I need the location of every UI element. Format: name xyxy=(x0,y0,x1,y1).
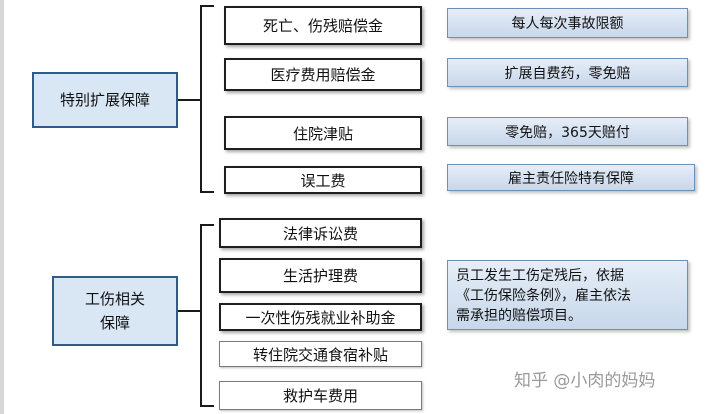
connector xyxy=(200,5,202,193)
connector xyxy=(178,99,200,101)
category-label-line: 保障 xyxy=(99,314,130,332)
connector xyxy=(200,191,214,193)
category-label: 特别扩展保障 xyxy=(59,91,150,109)
connector xyxy=(200,224,214,226)
category-label-line: 工伤相关 xyxy=(84,290,145,308)
note-work-injury-explanation: 员工发生工伤定残后，依据 《工伤保险条例》，雇主依法 需承担的赔偿项目。 xyxy=(447,260,688,330)
left-edge-bar xyxy=(0,0,4,414)
note-line: 《工伤保险条例》，雇主依法 xyxy=(456,288,631,304)
item-medical-expense: 医疗费用赔偿金 xyxy=(224,58,422,91)
note-line: 需承担的赔偿项目。 xyxy=(456,308,582,324)
item-death-disability: 死亡、伤残赔偿金 xyxy=(224,6,422,45)
note-employer-exclusive: 雇主责任险特有保障 xyxy=(447,164,695,191)
watermark: 知乎 @小肉的妈妈 xyxy=(514,371,656,391)
note-line: 员工发生工伤定残后，依据 xyxy=(456,268,624,284)
note-zero-deductible: 零免赔，365天赔付 xyxy=(447,117,688,146)
item-disability-subsidy: 一次性伤残就业补助金 xyxy=(219,303,422,331)
item-nursing-care: 生活护理费 xyxy=(219,258,422,293)
connector xyxy=(200,5,214,7)
note-per-accident-limit: 每人每次事故限额 xyxy=(447,8,688,38)
item-lost-wages: 误工费 xyxy=(224,166,422,194)
item-ambulance-fees: 救护车费用 xyxy=(219,381,422,410)
item-hospital-allowance: 住院津贴 xyxy=(224,116,422,150)
note-self-paid-drugs: 扩展自费药，零免赔 xyxy=(447,58,688,87)
category-work-injury: 工伤相关 保障 xyxy=(52,276,178,346)
connector xyxy=(200,405,214,407)
connector xyxy=(200,224,202,407)
category-special-extension: 特别扩展保障 xyxy=(32,72,178,128)
item-transfer-allowance: 转住院交通食宿补贴 xyxy=(219,341,422,367)
item-legal-fees: 法律诉讼费 xyxy=(219,218,422,248)
connector xyxy=(178,310,200,312)
